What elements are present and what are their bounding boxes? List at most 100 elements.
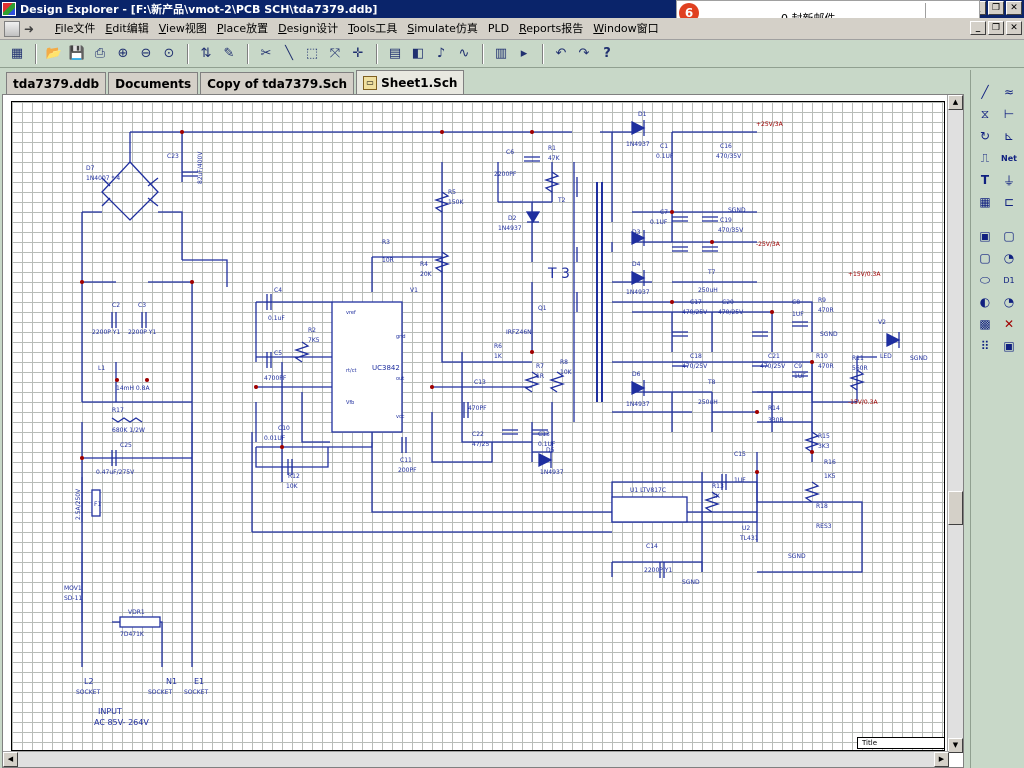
label-t2: T2 bbox=[557, 197, 566, 204]
label-c13: C13 bbox=[474, 379, 486, 386]
simulate-icon[interactable]: ♪ bbox=[436, 46, 446, 61]
menu-item-6[interactable]: Simulate仿真 bbox=[402, 19, 483, 39]
wires bbox=[81, 131, 877, 667]
polygon-icon[interactable]: ▢ bbox=[1003, 229, 1015, 243]
label-n1: N1 bbox=[166, 677, 177, 686]
menu-item-8[interactable]: Reports报告 bbox=[514, 19, 588, 39]
wave-icon[interactable]: ∿ bbox=[458, 46, 470, 61]
vdr1-varistor bbox=[119, 616, 161, 628]
help-icon[interactable]: ? bbox=[603, 46, 611, 61]
label-r10: R10 bbox=[816, 353, 828, 360]
restore-button[interactable]: ❐ bbox=[988, 1, 1004, 15]
print-icon[interactable]: ⎙ bbox=[94, 46, 106, 61]
menu-item-0[interactable]: File文件 bbox=[50, 19, 100, 39]
pcb-layout-icon[interactable]: ▣ bbox=[1003, 339, 1015, 353]
rounded-rect-icon[interactable]: ▢ bbox=[979, 251, 991, 265]
zoom-out-icon[interactable]: ⊖ bbox=[140, 46, 152, 61]
doc-restore-button[interactable]: ❐ bbox=[988, 21, 1004, 35]
zoom-fit-icon[interactable]: ⊙ bbox=[163, 46, 175, 61]
scroll-down-icon[interactable]: ▼ bbox=[948, 738, 963, 753]
label-r3-value: 10R bbox=[382, 257, 394, 264]
label-c13b-value: 0.1UF bbox=[538, 441, 556, 448]
sheet-symbol-icon[interactable]: ▦ bbox=[979, 195, 991, 209]
wiring-tools-panel: ╱ ≈ ⧖ ⊢ ↻ ⊾ ⎍ Net T ⏚ ▦ ⊏ ▣ ▢ ▢ ◔ ⬭ D1 ◐… bbox=[970, 70, 1024, 768]
close-button[interactable]: ✕ bbox=[1006, 1, 1022, 15]
system-menu-icon[interactable] bbox=[4, 20, 20, 37]
open-folder-icon[interactable]: 📂 bbox=[45, 46, 63, 61]
save-icon[interactable]: 💾 bbox=[68, 46, 86, 61]
label-d4-value: 1N4937 bbox=[626, 289, 650, 296]
main-toolbar: ▦ 📂 💾 ⎙ ⊕ ⊖ ⊙ ⇅ ✎ ✂ ╲ ⬚ ⤧ ✛ ▤ ◧ ♪ ∿ ▥ ▸ … bbox=[0, 40, 1024, 68]
tab-copy-of-sch[interactable]: Copy of tda7379.Sch bbox=[200, 72, 355, 94]
toolbar-separator bbox=[542, 43, 544, 64]
arc-icon[interactable]: ◔ bbox=[1003, 251, 1015, 265]
pie-icon[interactable]: ◐ bbox=[979, 295, 991, 309]
menu-label: imulate仿真 bbox=[414, 21, 478, 35]
cross-probe-icon[interactable]: ✎ bbox=[223, 46, 235, 61]
horizontal-scrollbar[interactable]: ◀ ▶ bbox=[3, 751, 949, 767]
pin-rtct: rt/ct bbox=[346, 368, 356, 374]
cut-icon[interactable]: ✂ bbox=[260, 46, 272, 61]
net-label-icon[interactable]: ⊢ bbox=[1003, 107, 1015, 121]
browse-icon[interactable]: ◧ bbox=[411, 46, 425, 61]
text-icon[interactable]: T bbox=[980, 173, 990, 187]
tab-documents[interactable]: Documents bbox=[108, 72, 199, 94]
port-icon[interactable]: ⊾ bbox=[1003, 129, 1015, 143]
place-wire-icon[interactable]: ╱ bbox=[981, 85, 989, 99]
scroll-left-icon[interactable]: ◀ bbox=[3, 752, 18, 767]
undo-icon[interactable]: ↶ bbox=[555, 46, 567, 61]
project-tree-icon[interactable]: ▦ bbox=[10, 46, 24, 61]
menu-label: iew视图 bbox=[166, 21, 207, 35]
scroll-up-icon[interactable]: ▲ bbox=[948, 95, 963, 110]
power-port-icon[interactable]: ⏚ bbox=[1002, 173, 1015, 188]
menu-item-1[interactable]: Edit编辑 bbox=[100, 19, 153, 39]
menu-item-4[interactable]: Design设计 bbox=[273, 19, 343, 39]
tab-sheet1-sch[interactable]: ▭Sheet1.Sch bbox=[356, 70, 465, 94]
doc-close-button[interactable]: ✕ bbox=[1006, 21, 1022, 35]
vertical-scroll-thumb[interactable] bbox=[948, 491, 963, 525]
schematic-document[interactable]: D7 1N4007 * 4 C23 82uF/400V C2 2200P Y1 … bbox=[2, 94, 964, 768]
schematic-sheet[interactable]: D7 1N4007 * 4 C23 82uF/400V C2 2200P Y1 … bbox=[11, 101, 945, 751]
doc-minimize-button[interactable]: _ bbox=[970, 21, 986, 35]
menu-item-2[interactable]: View视图 bbox=[154, 19, 212, 39]
menu-item-3[interactable]: Place放置 bbox=[212, 19, 273, 39]
menu-item-5[interactable]: Tools工具 bbox=[343, 19, 402, 39]
label-u2: U2 bbox=[742, 525, 750, 532]
hierarchy-icon[interactable]: ⇅ bbox=[200, 46, 212, 61]
library-icon[interactable]: ▤ bbox=[388, 46, 402, 61]
ellipse-icon[interactable]: ⬭ bbox=[979, 272, 991, 287]
move-cross-icon[interactable]: ✛ bbox=[352, 46, 364, 61]
netlabel-icon[interactable]: Net bbox=[1001, 153, 1017, 163]
select-area-icon[interactable]: ⬚ bbox=[305, 46, 319, 61]
rectangle-icon[interactable]: ▣ bbox=[979, 229, 991, 243]
toolbar-separator bbox=[35, 43, 37, 64]
vertical-scrollbar[interactable]: ▲ ▼ bbox=[947, 95, 963, 753]
manual-icon[interactable]: ▸ bbox=[520, 46, 528, 61]
zoom-in-icon[interactable]: ⊕ bbox=[117, 46, 129, 61]
label-d5: D5 bbox=[546, 447, 555, 454]
menu-accelerator: E bbox=[105, 21, 113, 35]
menu-item-9[interactable]: Window窗口 bbox=[588, 19, 663, 39]
image-icon[interactable]: ▩ bbox=[979, 317, 991, 331]
redo-icon[interactable]: ↷ bbox=[578, 46, 590, 61]
array-icon[interactable]: ⠿ bbox=[980, 339, 990, 353]
wire-icon[interactable]: ╲ bbox=[285, 46, 293, 61]
place-bus-icon[interactable]: ≈ bbox=[1003, 85, 1015, 99]
app-icon[interactable] bbox=[2, 2, 16, 16]
back-arrow-icon[interactable]: ➜ bbox=[24, 21, 35, 36]
no-erc-icon[interactable]: ✕ bbox=[1003, 317, 1015, 331]
label-d2-value: 1N4937 bbox=[498, 225, 522, 232]
label-r6: R6 bbox=[494, 343, 502, 350]
junction-icon[interactable]: ⎍ bbox=[980, 150, 990, 165]
device-icon[interactable]: D1 bbox=[1003, 275, 1015, 285]
bus-entry-icon[interactable]: ⧖ bbox=[980, 106, 990, 121]
label-c20-value: 470/25V bbox=[718, 309, 744, 316]
pacman-icon[interactable]: ◔ bbox=[1003, 295, 1015, 309]
tab-tda7379-ddb[interactable]: tda7379.ddb bbox=[6, 72, 107, 94]
sheet-entry-icon[interactable]: ⊏ bbox=[1003, 195, 1015, 209]
scroll-right-icon[interactable]: ▶ bbox=[934, 752, 949, 767]
books-icon[interactable]: ▥ bbox=[494, 46, 508, 61]
place-part-icon[interactable]: ↻ bbox=[979, 129, 991, 143]
move-icon[interactable]: ⤧ bbox=[329, 46, 341, 61]
menu-item-7[interactable]: PLD bbox=[483, 19, 514, 39]
